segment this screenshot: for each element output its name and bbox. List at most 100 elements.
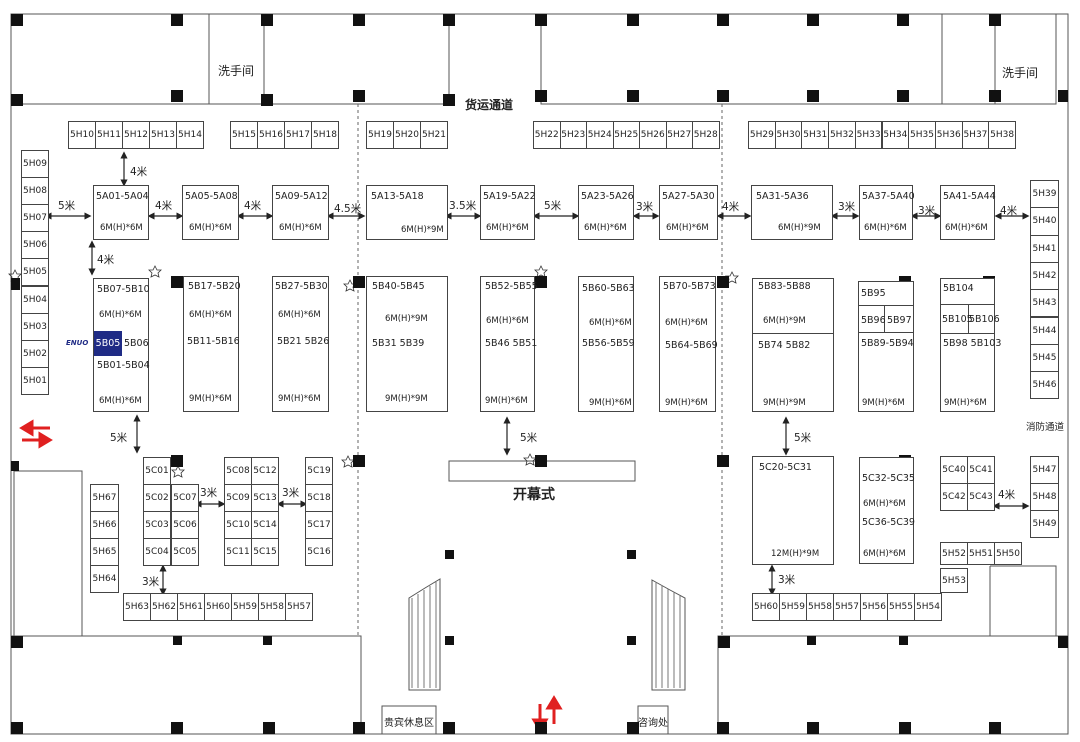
booth-cell[interactable]: 5H48 [1030, 483, 1059, 511]
booth-a1[interactable]: 5A01-5A04 6M(H)*6M [93, 185, 149, 240]
booth-cell[interactable]: 5H63 [123, 593, 151, 621]
booth-cell[interactable]: 5H13 [149, 121, 177, 149]
booth-cell[interactable]: 5H53 [940, 568, 968, 593]
booth-cell[interactable]: 5C05 [171, 538, 199, 566]
booth-c8[interactable]: 5C20-5C31 12M(H)*9M [752, 456, 834, 565]
booth-b2[interactable]: 5B17-5B20 6M(H)*6M 5B11-5B16 9M(H)*6M [183, 276, 241, 412]
booth-cell[interactable]: 5H29 [748, 121, 776, 149]
booth-cell[interactable]: 5H45 [1030, 343, 1059, 373]
booth-b10[interactable]: 5B104 5B105 5B106 5B98 5B103 9M(H)*6M [940, 278, 1001, 412]
booth-cell[interactable]: 5C15 [251, 538, 279, 566]
booth-a6[interactable]: 5A23-5A26 6M(H)*6M [578, 185, 634, 240]
booth-b1[interactable]: 5B07-5B10 6M(H)*6M 5B05 5B06 5B01-5B04 6… [93, 278, 150, 412]
booth-cell[interactable]: 5H15 [230, 121, 258, 149]
booth-cell[interactable]: 5H19 [366, 121, 394, 149]
booth-cell[interactable]: 5H40 [1030, 207, 1059, 236]
booth-cell[interactable]: 5H59 [779, 593, 807, 621]
booth-cell[interactable]: 5C02 [143, 484, 171, 512]
booth-c9[interactable]: 5C32-5C35 6M(H)*6M 5C36-5C39 6M(H)*6M [859, 457, 915, 564]
booth-a8[interactable]: 5A31-5A36 6M(H)*9M [751, 185, 833, 240]
booth-cell[interactable]: 5H23 [559, 121, 587, 149]
booth-cell[interactable]: 5H10 [68, 121, 96, 149]
booth-b3[interactable]: 5B27-5B30 6M(H)*6M 5B21 5B26 9M(H)*6M [272, 276, 329, 412]
booth-cell[interactable]: 5H07 [21, 204, 49, 233]
booth-cell[interactable]: 5H36 [934, 121, 963, 149]
booth-5b05-highlight[interactable]: 5B05 [94, 331, 122, 356]
booth-a4[interactable]: 5A13-5A18 6M(H)*9M [366, 185, 448, 240]
booth-cell[interactable]: 5H47 [1030, 456, 1059, 484]
booth-cell[interactable]: 5H32 [828, 121, 856, 149]
booth-cell[interactable]: 5H67 [90, 484, 119, 512]
booth-cell[interactable]: 5H62 [150, 593, 178, 621]
booth-cell[interactable]: 5H43 [1030, 289, 1059, 318]
booth-a5[interactable]: 5A19-5A22 6M(H)*6M [480, 185, 536, 240]
booth-cell[interactable]: 5H60 [204, 593, 232, 621]
booth-cell[interactable]: 5H55 [887, 593, 915, 621]
booth-cell[interactable]: 5H21 [420, 121, 448, 149]
booth-a2[interactable]: 5A05-5A08 6M(H)*6M [182, 185, 239, 240]
booth-cell[interactable]: 5C40 [940, 456, 968, 484]
booth-cell[interactable]: 5C43 [967, 483, 995, 511]
booth-cell[interactable]: 5H59 [231, 593, 259, 621]
booth-cell[interactable]: 5H03 [21, 312, 49, 341]
booth-b6[interactable]: 5B60-5B63 6M(H)*6M 5B56-5B59 9M(H)*6M [578, 276, 635, 412]
booth-cell[interactable]: 5H22 [533, 121, 561, 149]
booth-cell[interactable]: 5H34 [881, 121, 910, 149]
booth-a7[interactable]: 5A27-5A30 6M(H)*6M [659, 185, 718, 240]
booth-cell[interactable]: 5H08 [21, 177, 49, 206]
booth-cell[interactable]: 5H64 [90, 565, 119, 593]
booth-cell[interactable]: 5H04 [21, 285, 49, 314]
booth-cell[interactable]: 5H41 [1030, 234, 1059, 263]
booth-cell[interactable]: 5H54 [914, 593, 942, 621]
booth-cell[interactable]: 5H42 [1030, 261, 1059, 291]
booth-cell[interactable]: 5H35 [908, 121, 936, 149]
booth-cell[interactable]: 5H05 [21, 258, 49, 287]
booth-cell[interactable]: 5H06 [21, 231, 49, 260]
booth-cell[interactable]: 5C41 [967, 456, 995, 484]
booth-cell[interactable]: 5H25 [612, 121, 640, 149]
booth-cell[interactable]: 5H39 [1030, 180, 1059, 209]
booth-cell[interactable]: 5H09 [21, 150, 49, 179]
booth-cell[interactable]: 5C16 [305, 538, 333, 566]
booth-cell[interactable]: 5C12 [251, 457, 279, 485]
booth-cell[interactable]: 5H66 [90, 511, 119, 539]
booth-cell[interactable]: 5H16 [257, 121, 285, 149]
booth-cell[interactable]: 5H56 [860, 593, 888, 621]
booth-cell[interactable]: 5C42 [940, 483, 968, 511]
booth-cell[interactable]: 5C08 [224, 457, 252, 485]
booth-cell[interactable]: 5H51 [967, 542, 995, 565]
booth-cell[interactable]: 5H38 [988, 121, 1016, 149]
booth-cell[interactable]: 5H18 [311, 121, 339, 149]
booth-cell[interactable]: 5H26 [639, 121, 667, 149]
booth-a10[interactable]: 5A41-5A44 6M(H)*6M [940, 185, 996, 240]
booth-cell[interactable]: 5H14 [176, 121, 204, 149]
booth-cell[interactable]: 5H61 [177, 593, 205, 621]
booth-cell[interactable]: 5H31 [801, 121, 830, 149]
booth-cell[interactable]: 5C14 [251, 511, 279, 539]
booth-cell[interactable]: 5H33 [854, 121, 883, 149]
booth-cell[interactable]: 5H58 [806, 593, 834, 621]
booth-cell[interactable]: 5H58 [258, 593, 286, 621]
booth-cell[interactable]: 5C01 [143, 457, 171, 485]
booth-cell[interactable]: 5H24 [586, 121, 614, 149]
booth-cell[interactable]: 5H65 [90, 538, 119, 566]
booth-cell[interactable]: 5H49 [1030, 510, 1059, 538]
booth-cell[interactable]: 5H28 [692, 121, 720, 149]
booth-cell[interactable]: 5C07 [171, 484, 199, 512]
booth-a3[interactable]: 5A09-5A12 6M(H)*6M [272, 185, 329, 240]
booth-cell[interactable]: 5C13 [251, 484, 279, 512]
booth-a9[interactable]: 5A37-5A40 6M(H)*6M [859, 185, 915, 240]
booth-cell[interactable]: 5H27 [665, 121, 693, 149]
booth-cell[interactable]: 5C04 [143, 538, 171, 566]
booth-cell[interactable]: 5H11 [95, 121, 123, 149]
booth-cell[interactable]: 5H02 [21, 339, 49, 368]
booth-cell[interactable]: 5C03 [143, 511, 171, 539]
booth-cell[interactable]: 5H57 [285, 593, 313, 621]
booth-cell[interactable]: 5C09 [224, 484, 252, 512]
booth-cell[interactable]: 5H12 [122, 121, 150, 149]
booth-cell[interactable]: 5H60 [752, 593, 780, 621]
booth-cell[interactable]: 5C19 [305, 457, 333, 485]
booth-b5[interactable]: 5B52-5B55 6M(H)*6M 5B46 5B51 9M(H)*6M [480, 276, 538, 412]
booth-cell[interactable]: 5C06 [171, 511, 199, 539]
booth-cell[interactable]: 5H20 [393, 121, 421, 149]
